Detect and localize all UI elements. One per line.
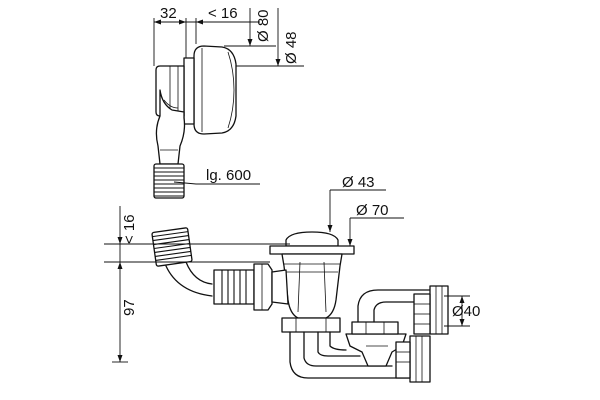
dimension-label-flange-diameter: Ø 70 (356, 202, 389, 219)
outlet-nut-upper (429, 285, 449, 335)
waste-side-nut (253, 263, 273, 311)
waste-lower-nut (281, 317, 341, 333)
overflow-rosette (193, 45, 237, 135)
dimension-label-rosette-diameter: Ø 80 (255, 9, 272, 42)
overflow-hose-top (153, 163, 185, 199)
outlet-elbow (357, 289, 431, 323)
overflow-assembly (153, 45, 237, 199)
dimension-label-overflow-offset: < 16 (208, 5, 238, 22)
trap-body (345, 333, 407, 367)
dimension-label-plug-diameter: Ø 43 (342, 174, 375, 191)
dimension-label-outlet-diameter: Ø40 (452, 303, 480, 320)
waste-plug (285, 231, 339, 247)
dimension-label-waste-offset: < 16 (121, 214, 138, 244)
hose-continuation (151, 227, 213, 297)
overflow-flange (183, 57, 195, 125)
dimension-label-hose-length: lg. 600 (206, 167, 251, 184)
overflow-elbow (155, 89, 186, 165)
dimension-lines (104, 8, 470, 363)
waste-flange (269, 245, 355, 255)
dimension-label-overflow-diameter: Ø 48 (283, 31, 300, 64)
dimension-labels: 32 < 16 Ø 80 Ø 48 lg. 600 Ø 43 Ø 70 < 16… (121, 5, 480, 320)
outlet-nut-lower (409, 335, 431, 383)
waste-assembly (213, 231, 449, 383)
dimension-label-waste-height: 97 (121, 299, 138, 316)
dimension-label-overflow-depth: 32 (160, 5, 177, 22)
trap-pipe (289, 331, 411, 379)
